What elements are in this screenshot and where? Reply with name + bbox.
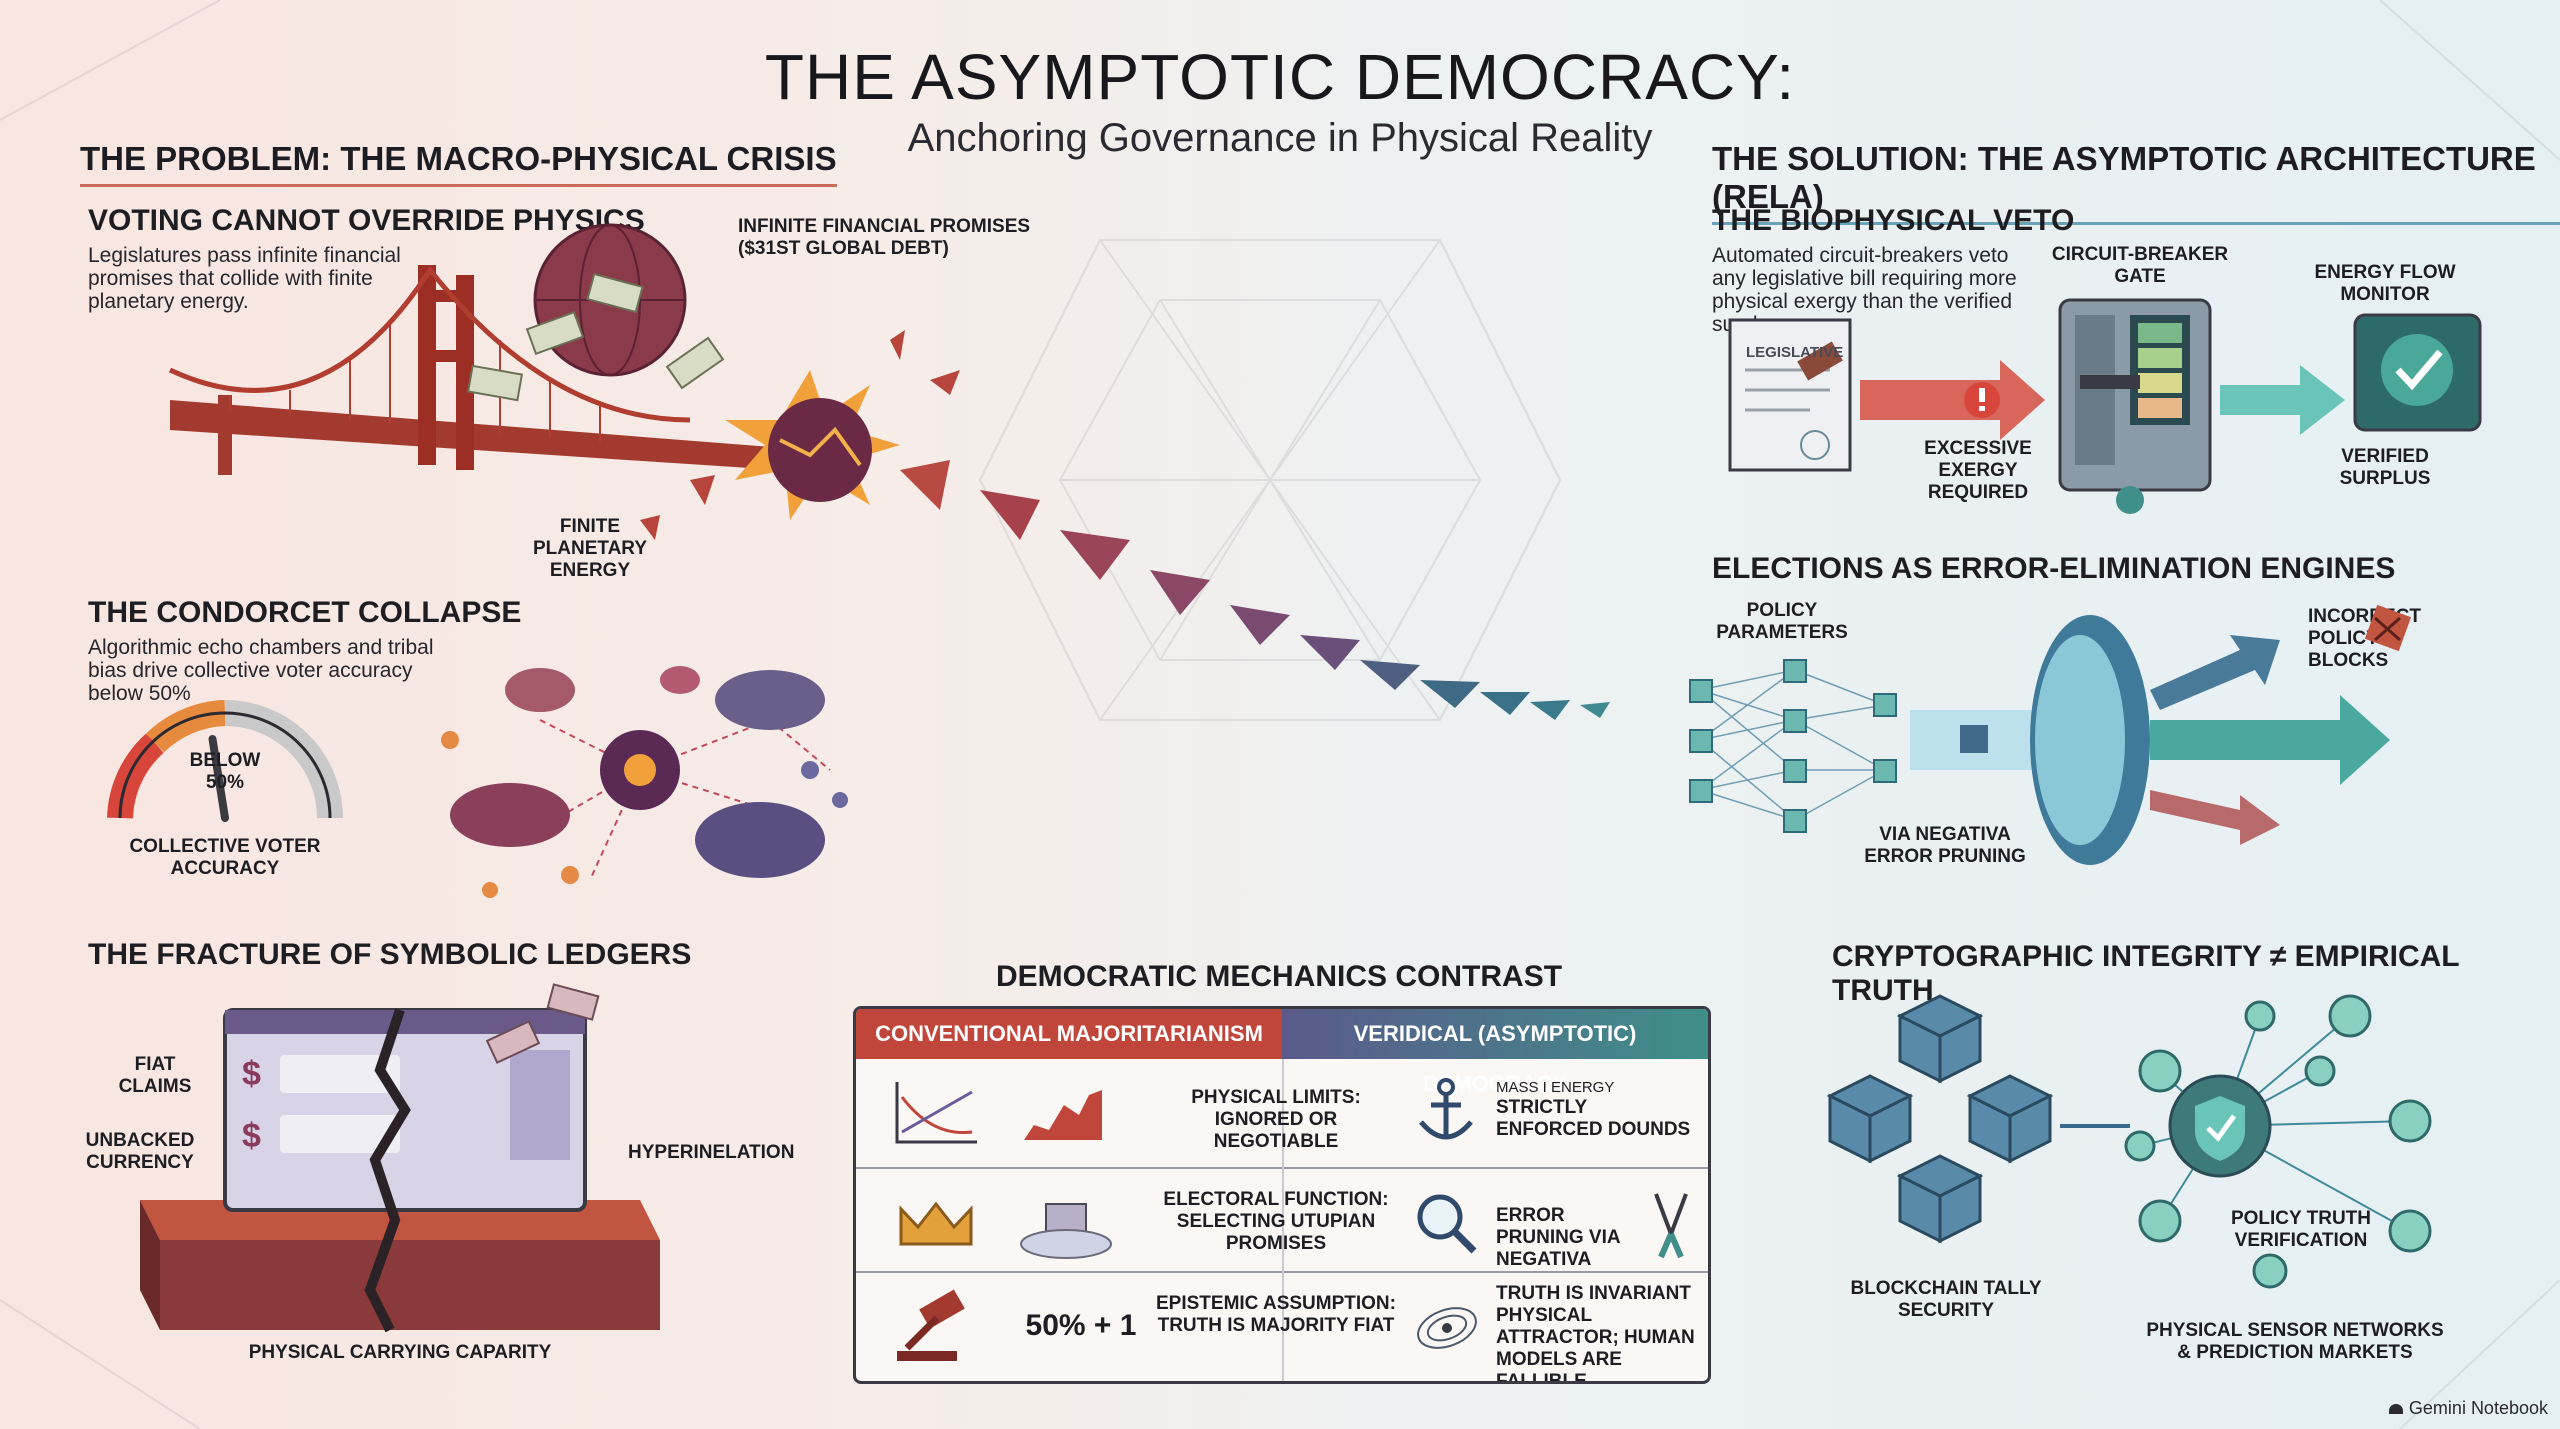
accuracy-gauge — [107, 700, 343, 822]
pruning-shears-icon — [1654, 1193, 1688, 1259]
row2-right-text: ERROR PRUNING VIA NEGATIVA — [1496, 1205, 1620, 1270]
shard-stream — [900, 460, 1610, 720]
brand-name: Gemini Notebook — [2408, 1398, 2548, 1418]
col-conventional-header: CONVENTIONAL MAJORITARIANISM — [856, 1009, 1282, 1059]
sensor-networks-label: PHYSICAL SENSOR NETWORKS & PREDICTION MA… — [2146, 1320, 2444, 1363]
condorcet-body: Algorithmic echo chambers and tribal bia… — [88, 636, 434, 705]
row3-right-text: TRUTH IS INVARIANT PHYSICAL ATTRACTOR; H… — [1496, 1283, 1695, 1384]
condorcet-title: THE CONDORCET COLLAPSE — [88, 596, 522, 629]
error-elimination-illustration — [1689, 604, 2412, 865]
page-title: THE ASYMPTOTIC DEMOCRACY: — [764, 41, 1796, 113]
via-negativa-label: VIA NEGATIVA ERROR PRUNING — [1864, 824, 2026, 867]
area-chart-icon — [1024, 1090, 1102, 1140]
solution-heading: THE SOLUTION: THE ASYMPTOTIC ARCHITECTUR… — [1712, 140, 2560, 225]
brand-logo-icon — [2388, 1404, 2403, 1414]
promises-label: INFINITE FINANCIAL PROMISES ($31ST GLOBA… — [738, 216, 1031, 259]
contrast-title: DEMOCRATIC MECHANICS CONTRAST — [995, 960, 1563, 993]
hyperinflation-label: HYPERINELATION — [628, 1142, 795, 1163]
fiat-claims-label: FIAT CLAIMS — [118, 1054, 192, 1097]
policy-parameters-label: POLICY PARAMETERS — [1716, 600, 1848, 643]
monitor-label: ENERGY FLOW MONITOR — [2314, 262, 2456, 305]
elections-title: ELECTIONS AS ERROR-ELIMINATION ENGINES — [1712, 552, 2396, 585]
excessive-exergy-label: EXCESSIVE EXERGY REQUIRED — [1924, 438, 2032, 503]
row1-right-small: MASS I ENERGY — [1496, 1079, 1615, 1096]
incorrect-policy-label: INCORRECT POLICY BLOCKS — [2308, 606, 2421, 671]
planetary-energy-label: FINITE PLANETARY ENERGY — [533, 516, 647, 581]
veto-flow-illustration — [1728, 298, 2482, 514]
row3-left-big: 50% + 1 — [1025, 1309, 1137, 1342]
legislative-doc-label: LEGISLATIVE — [1746, 344, 1844, 361]
row3-left-text: EPISTEMIC ASSUMPTION: TRUTH IS MAJORITY … — [1156, 1293, 1396, 1336]
col-veridical-header: VERIDICAL (ASYMPTOTIC) DEMOCRACY — [1282, 1009, 1708, 1096]
voting-body: Legislatures pass infinite financial pro… — [88, 244, 401, 313]
anchor-icon — [1419, 1078, 1473, 1140]
verified-surplus-label: VERIFIED SURPLUS — [2339, 446, 2431, 489]
carrying-capacity-label: PHYSICAL CARRYING CAPARITY — [248, 1342, 552, 1363]
page-subtitle: Anchoring Governance in Physical Reality — [907, 116, 1653, 160]
crypto-title: CRYPTOGRAPHIC INTEGRITY ≠ EMPIRICAL TRUT… — [1832, 940, 2460, 1007]
gate-label: CIRCUIT-BREAKER GATE — [2051, 244, 2229, 287]
fracture-title: THE FRACTURE OF SYMBOLIC LEDGERS — [88, 938, 692, 971]
crown-icon — [899, 1201, 973, 1246]
bridge-collision-illustration — [168, 223, 960, 540]
unbacked-currency-label: UNBACKED CURRENCY — [85, 1130, 195, 1173]
svg-text:$: $ — [242, 1055, 261, 1093]
echo-chamber-network — [441, 666, 848, 898]
contrast-table: CONVENTIONAL MAJORITARIANISM VERIDICAL (… — [853, 1006, 1711, 1384]
attractor-orbit-icon — [1417, 1307, 1477, 1349]
veto-title: THE BIOPHYSICAL VETO — [1712, 204, 2075, 237]
svg-text:$: $ — [242, 1117, 261, 1155]
trend-chart-icon — [895, 1082, 977, 1144]
row2-left-text: ELECTORAL FUNCTION: SELECTING UTUPIAN PR… — [1163, 1189, 1389, 1254]
voting-title: VOTING CANNOT OVERRIDE PHYSICS — [88, 204, 645, 237]
gavel-icon — [897, 1289, 965, 1361]
problem-heading: THE PROBLEM: THE MACRO-PHYSICAL CRISIS — [80, 140, 837, 187]
gauge-label: COLLECTIVE VOTER ACCURACY — [129, 836, 321, 879]
policy-truth-label: POLICY TRUTH VERIFICATION — [2230, 1208, 2372, 1251]
row1-left-text: PHYSICAL LIMITS: IGNORED OR NEGOTIABLE — [1191, 1087, 1361, 1152]
gauge-value: BELOW 50% — [189, 750, 261, 793]
row1-right-text: STRICTLY ENFORCED DOUNDS — [1496, 1097, 1691, 1140]
blockchain-sensor-illustration — [1826, 994, 2432, 1289]
brand-footer: Gemini Notebook — [2388, 1398, 2548, 1419]
blockchain-label: BLOCKCHAIN TALLY SECURITY — [1850, 1278, 2042, 1321]
gauge-needle — [208, 735, 229, 822]
magnifier-icon — [1417, 1194, 1477, 1254]
ledger-fracture-illustration: $$ — [140, 983, 660, 1333]
veto-body: Automated circuit-breakers veto any legi… — [1712, 244, 2017, 336]
castle-cloud-icon — [1020, 1203, 1112, 1259]
